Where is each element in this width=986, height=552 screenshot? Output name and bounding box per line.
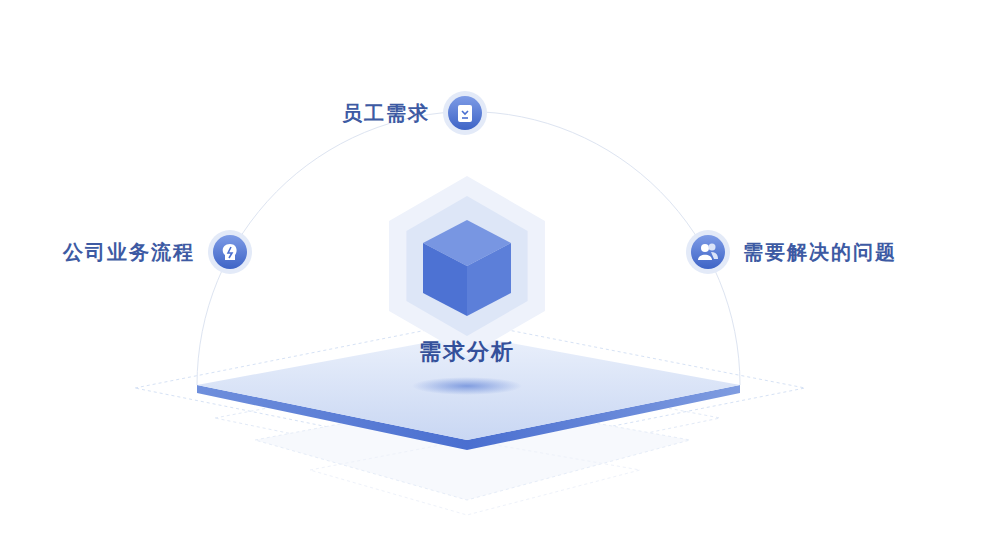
icon-badge (685, 229, 731, 275)
icon-node: 公司业务流程 (63, 229, 253, 275)
node-label: 公司业务流程 (63, 239, 195, 266)
icon-badge (442, 90, 488, 136)
icon-node: 需要解决的问题 (685, 229, 897, 275)
center-node: 需求分析 (377, 172, 557, 372)
layer-outline (135, 322, 805, 455)
icon-node: 员工需求 (342, 90, 488, 136)
platform-top (197, 335, 740, 440)
node-label: 员工需求 (342, 100, 430, 127)
layer-outline (310, 440, 640, 515)
node-label: 需要解决的问题 (743, 239, 897, 266)
node-label: 需求分析 (419, 339, 515, 364)
cube-shadow (412, 377, 522, 395)
arc-guide (197, 112, 740, 385)
icon-badge (207, 229, 253, 275)
